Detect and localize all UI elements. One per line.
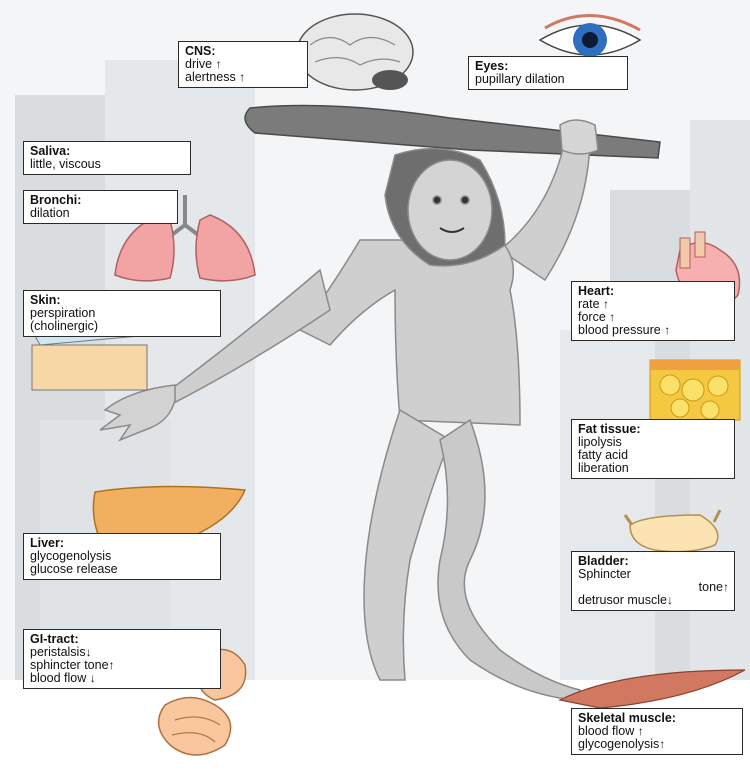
brain-icon <box>297 14 413 90</box>
label-bladder: Bladder: Sphincter tone↑ detrusor muscle… <box>571 551 735 611</box>
label-fat-tissue: Fat tissue: lipolysis fatty acid liberat… <box>571 419 735 479</box>
bladder-line-detrusor: detrusor muscle↓ <box>578 594 729 607</box>
label-gi-tract: GI-tract: peristalsis↓ sphincter tone↑ b… <box>23 629 221 689</box>
fat-line-3: liberation <box>578 462 729 475</box>
label-liver: Liver: glycogenolysis glucose release <box>23 533 221 580</box>
fat-tissue-icon <box>650 360 740 420</box>
eyes-line-1: pupillary dilation <box>475 73 622 86</box>
label-skeletal-muscle: Skeletal muscle: blood flow ↑ glycogenol… <box>571 708 743 755</box>
heart-line-bp: blood pressure ↑ <box>578 324 729 337</box>
gi-line-bloodflow: blood flow ↓ <box>30 672 215 685</box>
label-heart: Heart: rate ↑ force ↑ blood pressure ↑ <box>571 281 735 341</box>
label-saliva: Saliva: little, viscous <box>23 141 191 175</box>
bronchi-line-1: dilation <box>30 207 172 220</box>
label-skin: Skin: perspiration (cholinergic) <box>23 290 221 337</box>
cns-line-alertness: alertness ↑ <box>185 71 302 84</box>
skin-line-2: (cholinergic) <box>30 320 215 333</box>
skeletal-line-glyco: glycogenolysis↑ <box>578 738 737 751</box>
label-eyes: Eyes: pupillary dilation <box>468 56 628 90</box>
liver-line-2: glucose release <box>30 563 215 576</box>
label-bronchi: Bronchi: dilation <box>23 190 178 224</box>
label-cns: CNS: drive ↑ alertness ↑ <box>178 41 308 88</box>
saliva-line-1: little, viscous <box>30 158 185 171</box>
